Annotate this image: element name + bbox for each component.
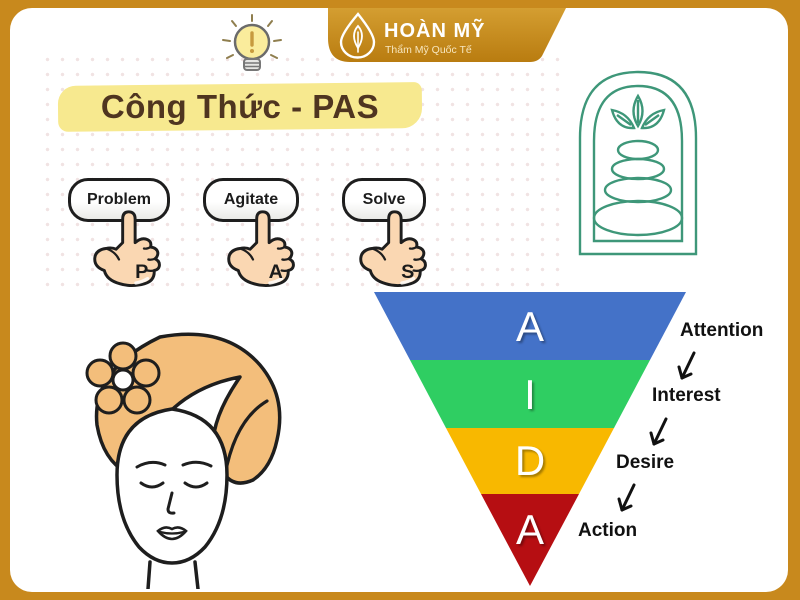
bubble-agitate: Agitate xyxy=(203,178,299,222)
funnel-letter-d: D xyxy=(515,437,545,484)
funnel-level-interest xyxy=(410,360,650,428)
arrow-down-left-icon xyxy=(649,417,668,446)
arch-leaves-stones-icon xyxy=(578,70,698,256)
bubble-problem-label: Problem xyxy=(86,191,151,208)
funnel-level-action xyxy=(481,494,579,586)
leaf-icon xyxy=(610,93,666,130)
neck xyxy=(146,560,200,589)
label-interest: Interest xyxy=(652,385,721,406)
woman-turban-flower-illustration xyxy=(85,332,282,589)
brand-tagline: Thẩm Mỹ Quốc Tế xyxy=(385,44,472,56)
water-drop-leaf-icon xyxy=(339,12,376,59)
face xyxy=(115,407,229,565)
page-title: Công Thức - PAS xyxy=(100,88,380,125)
content-card: HOÀN MỸ Thẩm Mỹ Quốc Tế Công Thức - PAS … xyxy=(10,8,788,592)
label-attention: Attention xyxy=(680,320,764,341)
bubble-solve-label: Solve xyxy=(362,191,406,208)
pointing-hand-icon-p: P xyxy=(93,210,161,287)
bubble-agitate-label: Agitate xyxy=(223,191,279,208)
funnel-letter-i: I xyxy=(524,371,536,418)
flower-icon xyxy=(85,341,161,415)
hand-letter-a: A xyxy=(269,261,283,283)
bubble-solve: Solve xyxy=(342,178,426,222)
arrow-down-left-icon xyxy=(677,351,696,380)
face-features xyxy=(135,460,213,541)
label-desire: Desire xyxy=(616,452,675,473)
brand-name: HOÀN MỸ xyxy=(384,19,485,42)
funnel-letter-a2: A xyxy=(516,506,544,553)
stacked-stones-icon xyxy=(592,139,684,237)
funnel-letter-a1: A xyxy=(516,303,544,350)
funnel-level-attention xyxy=(374,292,686,360)
aida-funnel: A I D A xyxy=(374,292,686,586)
label-action: Action xyxy=(578,520,638,541)
brand-ribbon: HOÀN MỸ Thẩm Mỹ Quốc Tế xyxy=(328,8,566,62)
funnel-level-desire xyxy=(446,428,614,494)
pointing-hand-icon-s: S xyxy=(359,210,427,287)
bubble-problem: Problem xyxy=(68,178,170,222)
arrow-down-left-icon xyxy=(617,483,636,512)
hand-letter-s: S xyxy=(401,261,414,283)
hand-letter-p: P xyxy=(135,261,148,283)
lightbulb-exclamation-icon xyxy=(222,14,282,71)
pointing-hand-icon-a: A xyxy=(227,210,295,287)
